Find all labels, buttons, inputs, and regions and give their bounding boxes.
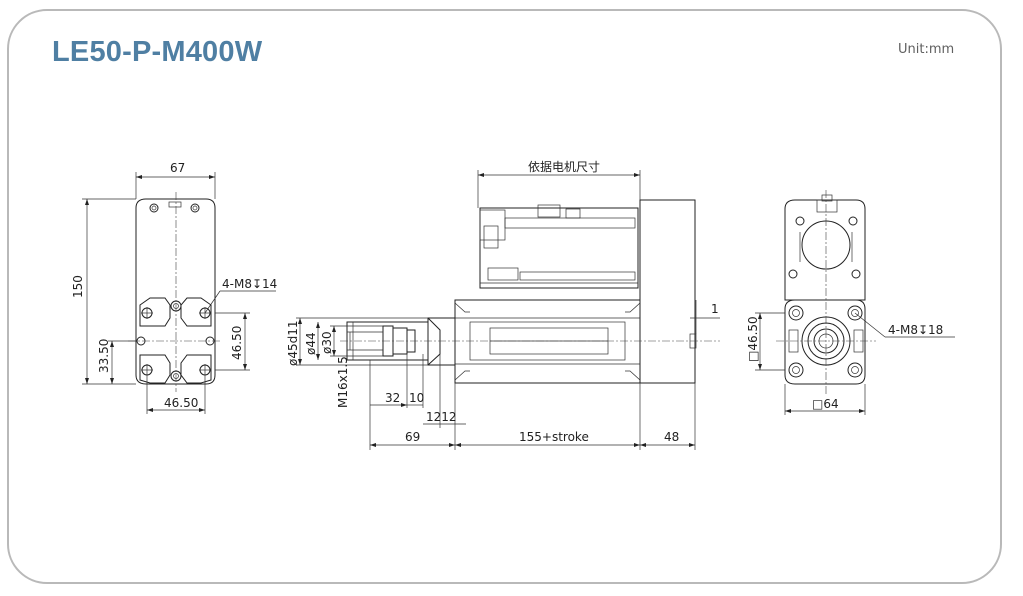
dim-32: 32 [385,391,400,405]
dim-top-width: 67 [170,161,185,175]
dim-end-screw: 4-M8↧18 [888,323,943,337]
dim-left-screw: 4-M8↧14 [222,277,277,291]
dim-motor-size: 依据电机尺寸 [528,159,600,174]
dim-69: 69 [405,430,420,444]
dim-end-4650: □46.50 [746,316,760,362]
dim-1: 1 [711,302,719,316]
dim-end-64: □64 [812,397,839,411]
dim-left-height: 150 [71,275,85,298]
dim-10: 10 [409,391,424,405]
unit-label: Unit:mm [898,42,955,57]
left-view: 67 150 33.50 46.50 46.50 4-M8↧14 [71,161,277,414]
dim-d30: ø30 [320,331,334,354]
dim-left-small: 33.50 [97,339,111,373]
dim-155: 155+stroke [519,430,589,444]
dim-m16: M16x1.5 [336,356,350,408]
dim-d44: ø44 [304,332,318,355]
right-view: □46.50 4-M8↧18 □64 [746,190,955,415]
dim-1212: 1212 [426,410,457,424]
dim-bottom-width: 46.50 [164,396,198,410]
dim-d45: ø45d11 [286,321,300,367]
dim-right-small: 46.50 [230,326,244,360]
dim-48: 48 [664,430,679,444]
drawing-frame [7,9,1002,584]
page-title: LE50-P-M400W [52,36,263,68]
middle-view: 依据电机尺寸 1 ø45d11 ø44 ø30 M16x1.5 32 10 [286,159,720,450]
